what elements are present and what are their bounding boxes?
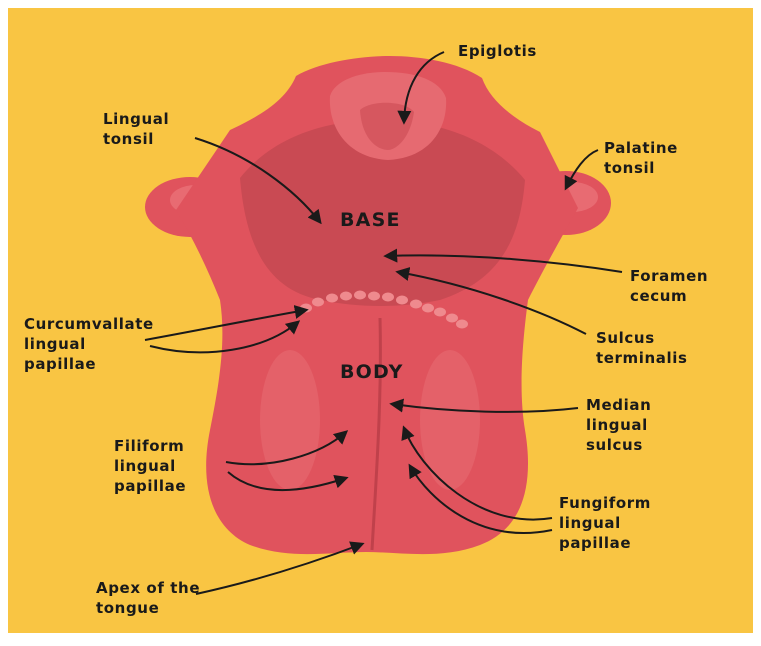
median-sulcus-label-line: sulcus (586, 436, 643, 454)
fungiform-label-line: lingual (559, 514, 621, 532)
epiglottis-label-line: Epiglotis (458, 42, 537, 60)
papilla-dot (434, 308, 446, 317)
sulcus-terminalis-label-line: terminalis (596, 349, 688, 367)
body-highlight-left (260, 350, 320, 490)
body-label: BODY (340, 361, 404, 383)
filiform-label-line: Filiform (114, 437, 184, 455)
papilla-dot (354, 291, 366, 300)
papilla-dot (312, 298, 324, 307)
fungiform-label-line: papillae (559, 534, 631, 552)
curcumvallate-label-line: lingual (24, 335, 86, 353)
papilla-dot (446, 314, 458, 323)
papilla-dot (340, 292, 352, 301)
sulcus-terminalis-label-line: Sulcus (596, 329, 655, 347)
curcumvallate-label-line: papillae (24, 355, 96, 373)
papilla-dot (410, 300, 422, 309)
papilla-dot (326, 294, 338, 303)
papilla-dot (382, 293, 394, 302)
median-sulcus-label-line: lingual (586, 416, 648, 434)
filiform-label-line: papillae (114, 477, 186, 495)
base-label: BASE (340, 209, 401, 231)
papilla-dot (422, 304, 434, 313)
filiform-label: Filiform lingual papillae (114, 437, 190, 495)
foramen-cecum-label-line: cecum (630, 287, 687, 305)
foramen-cecum-label-line: Foramen (630, 267, 708, 285)
palatine-tonsil-label-line: tonsil (604, 159, 655, 177)
palatine-tonsil-label-line: Palatine (604, 139, 678, 157)
papilla-dot (396, 296, 408, 305)
apex-label-line: Apex of the (96, 579, 200, 597)
papilla-dot (368, 292, 380, 301)
apex-label-line: tongue (96, 599, 159, 617)
lingual-tonsil-label-line: Lingual (103, 110, 169, 128)
papilla-dot (456, 320, 468, 329)
curcumvallate-label-line: Curcumvallate (24, 315, 154, 333)
fungiform-label-line: Fungiform (559, 494, 651, 512)
median-sulcus-label-line: Median (586, 396, 651, 414)
filiform-label-line: lingual (114, 457, 176, 475)
epiglottis-label: Epiglotis (458, 42, 537, 60)
lingual-tonsil-label-line: tonsil (103, 130, 154, 148)
